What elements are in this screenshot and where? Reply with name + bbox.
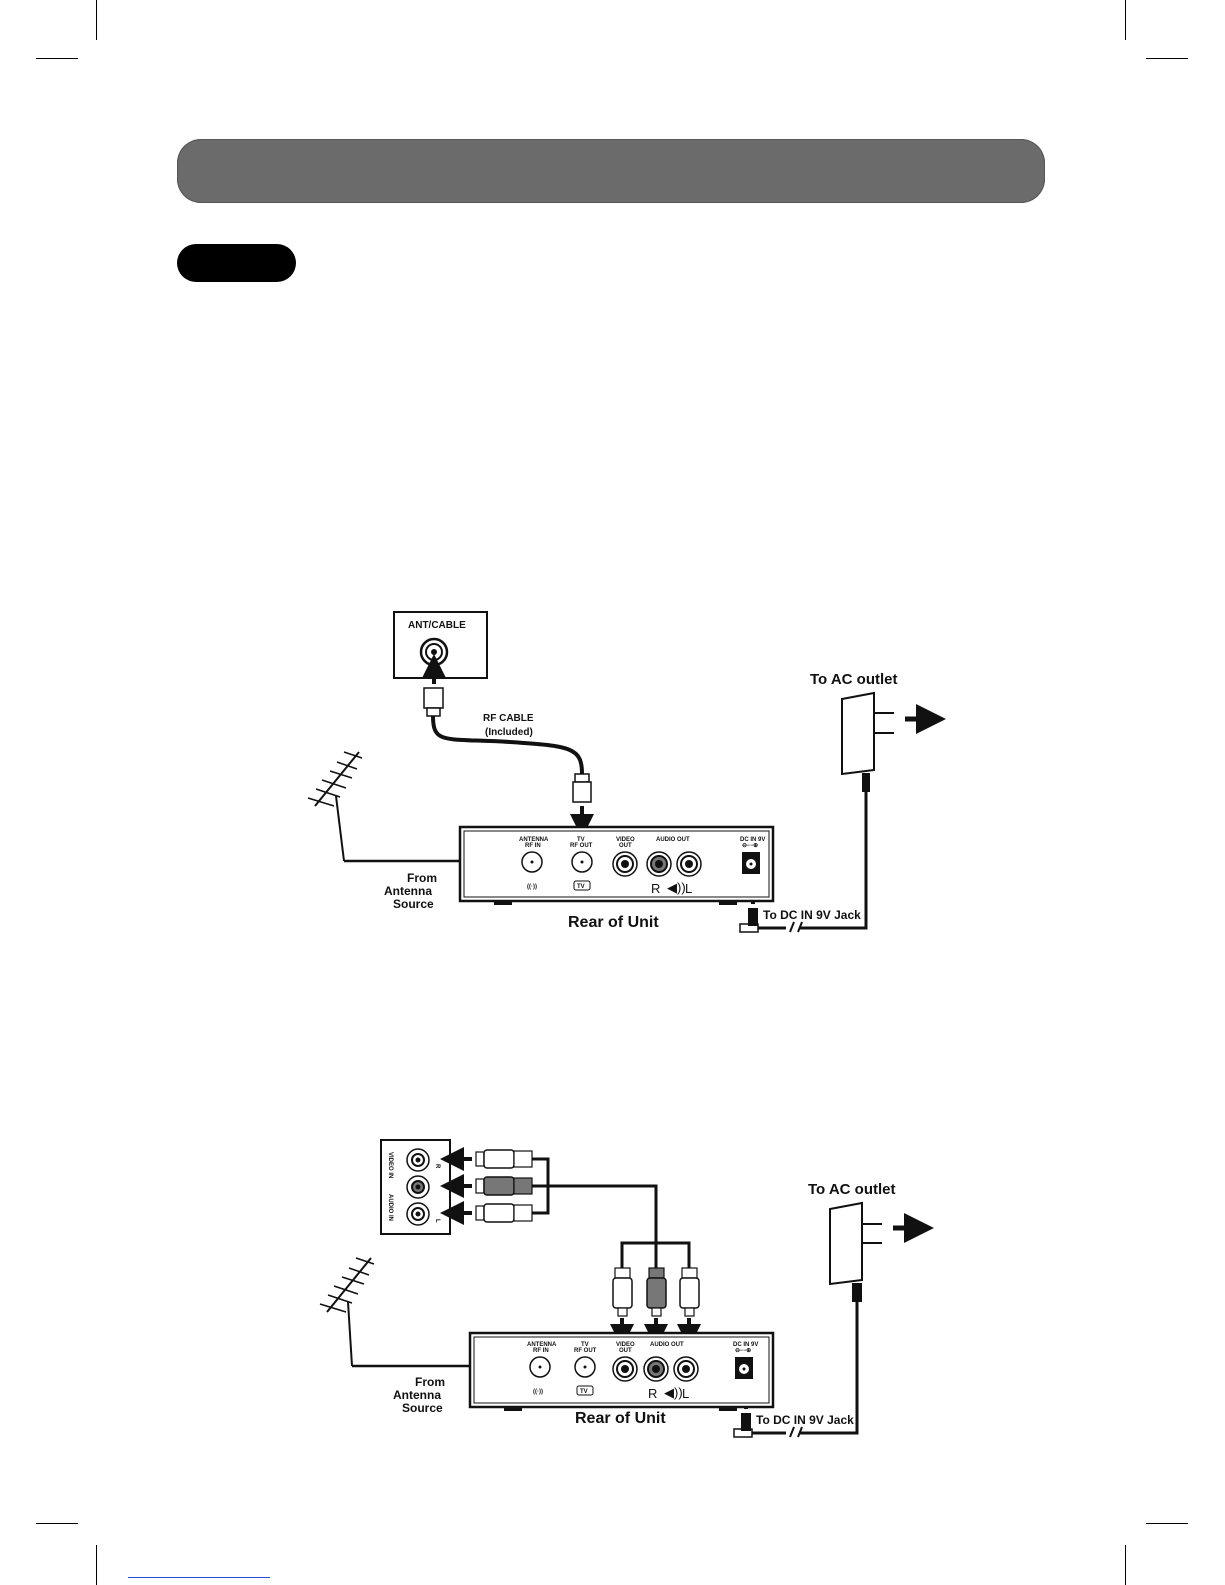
dc-jack-label: To DC IN 9V Jack	[763, 908, 861, 922]
panel-rfin-label: RF IN	[525, 843, 541, 849]
crop-mark	[96, 1545, 97, 1585]
outdoor-antenna-icon	[307, 751, 363, 862]
rf-cable-included-label: (Included)	[485, 727, 533, 738]
panel-r-label: R	[651, 881, 660, 896]
diagram-av-connection: VIDEO IN AUDIO IN R L	[319, 1139, 934, 1438]
from-label-2: From	[415, 1375, 445, 1389]
rear-of-unit-label-2: Rear of Unit	[575, 1410, 666, 1427]
power-cord-2	[800, 1302, 859, 1435]
rf-cable-label: RF CABLE	[483, 713, 534, 724]
tv-audio-in-label: AUDIO IN	[387, 1194, 393, 1221]
wall-outlet-label: ANT/CABLE	[408, 620, 466, 631]
ac-outlet-label: To AC outlet	[810, 671, 897, 688]
cord-break-icon	[789, 921, 803, 933]
panel-antenna-label: ANTENNA	[519, 837, 549, 843]
av-cable	[532, 1157, 691, 1268]
crop-mark	[36, 58, 78, 59]
dc-jack-label-2: To DC IN 9V Jack	[756, 1413, 854, 1427]
panel-antenna-label-2: ANTENNA	[527, 1342, 557, 1348]
ac-adapter-icon-2	[829, 1201, 934, 1302]
dc-polarity-icon: ⊖-◦-⊕	[742, 843, 758, 849]
panel-videoout-label-2: OUT	[619, 1348, 632, 1354]
diagram-rf-connection: ANT/CABLE RF CABLE (Included) To AC outl…	[307, 611, 946, 933]
tv-video-in-label: VIDEO IN	[387, 1152, 393, 1178]
crop-mark	[1125, 0, 1126, 40]
speaker-icon-2: ◀))	[664, 1385, 683, 1400]
rear-panel-2: ANTENNA RF IN ((·)) TV RF OUT TV VIDEO O…	[468, 1331, 775, 1411]
ac-outlet-label-2: To AC outlet	[808, 1181, 895, 1198]
crop-mark	[36, 1523, 78, 1524]
panel-audioout-label: AUDIO OUT	[656, 837, 690, 843]
antenna-label: Antenna	[384, 884, 432, 898]
section-tag-pill	[177, 244, 296, 282]
rear-of-unit-label: Rear of Unit	[568, 914, 659, 931]
dc-plug-tip-icon-2	[741, 1413, 751, 1431]
panel-tv-label-2: TV	[581, 1342, 589, 1348]
rca-plugs-tv-side	[440, 1147, 533, 1225]
ac-adapter-icon	[841, 691, 946, 792]
section-header-bar	[177, 139, 1045, 203]
rf-cable: RF CABLE (Included)	[423, 687, 592, 803]
panel-tv-label: TV	[577, 837, 585, 843]
panel-l-label: L	[685, 881, 692, 896]
source-label: Source	[393, 897, 434, 911]
crop-mark	[1125, 1545, 1126, 1585]
panel-rfout-label: RF OUT	[570, 843, 593, 849]
panel-videoout-label: OUT	[619, 843, 632, 849]
crop-mark	[1146, 58, 1188, 59]
panel-dcin-label: DC IN 9V	[740, 837, 765, 843]
cord-break-icon-2	[789, 1426, 803, 1438]
panel-audioout-label-2: AUDIO OUT	[650, 1342, 684, 1348]
panel-video-label: VIDEO	[616, 837, 635, 843]
dc-plug-tip-icon	[748, 908, 758, 926]
antenna-label-2: Antenna	[393, 1388, 441, 1402]
speaker-icon: ◀))	[667, 880, 686, 895]
wall-antenna-outlet: ANT/CABLE	[393, 611, 488, 679]
crop-mark	[1146, 1523, 1188, 1524]
outdoor-antenna-icon-2	[319, 1257, 375, 1367]
antenna-symbol-icon-2: ((·))	[533, 1389, 543, 1395]
crop-mark	[96, 0, 97, 40]
from-label: From	[407, 871, 437, 885]
rear-panel: ANTENNA RF IN ((·)) TV RF OUT TV VIDEO O…	[458, 825, 775, 905]
source-label-2: Source	[402, 1401, 443, 1415]
footer-link-underline	[128, 1577, 270, 1578]
tv-badge-2: TV	[580, 1389, 588, 1395]
panel-l-label-2: L	[682, 1386, 689, 1401]
tv-r-label: R	[434, 1164, 440, 1169]
power-cord	[800, 792, 868, 930]
panel-rfout-label-2: RF OUT	[574, 1348, 597, 1354]
tv-l-label: L	[434, 1219, 440, 1223]
panel-dcin-label-2: DC IN 9V	[733, 1342, 758, 1348]
dc-polarity-icon-2: ⊖-◦-⊕	[735, 1348, 751, 1354]
panel-rfin-label-2: RF IN	[533, 1348, 549, 1354]
tv-badge: TV	[577, 884, 585, 890]
tv-av-input-panel: VIDEO IN AUDIO IN R L	[380, 1139, 451, 1235]
rca-plugs-unit-side	[610, 1267, 701, 1348]
panel-video-label-2: VIDEO	[616, 1342, 635, 1348]
panel-r-label-2: R	[648, 1386, 657, 1401]
antenna-symbol-icon: ((·))	[527, 884, 537, 890]
